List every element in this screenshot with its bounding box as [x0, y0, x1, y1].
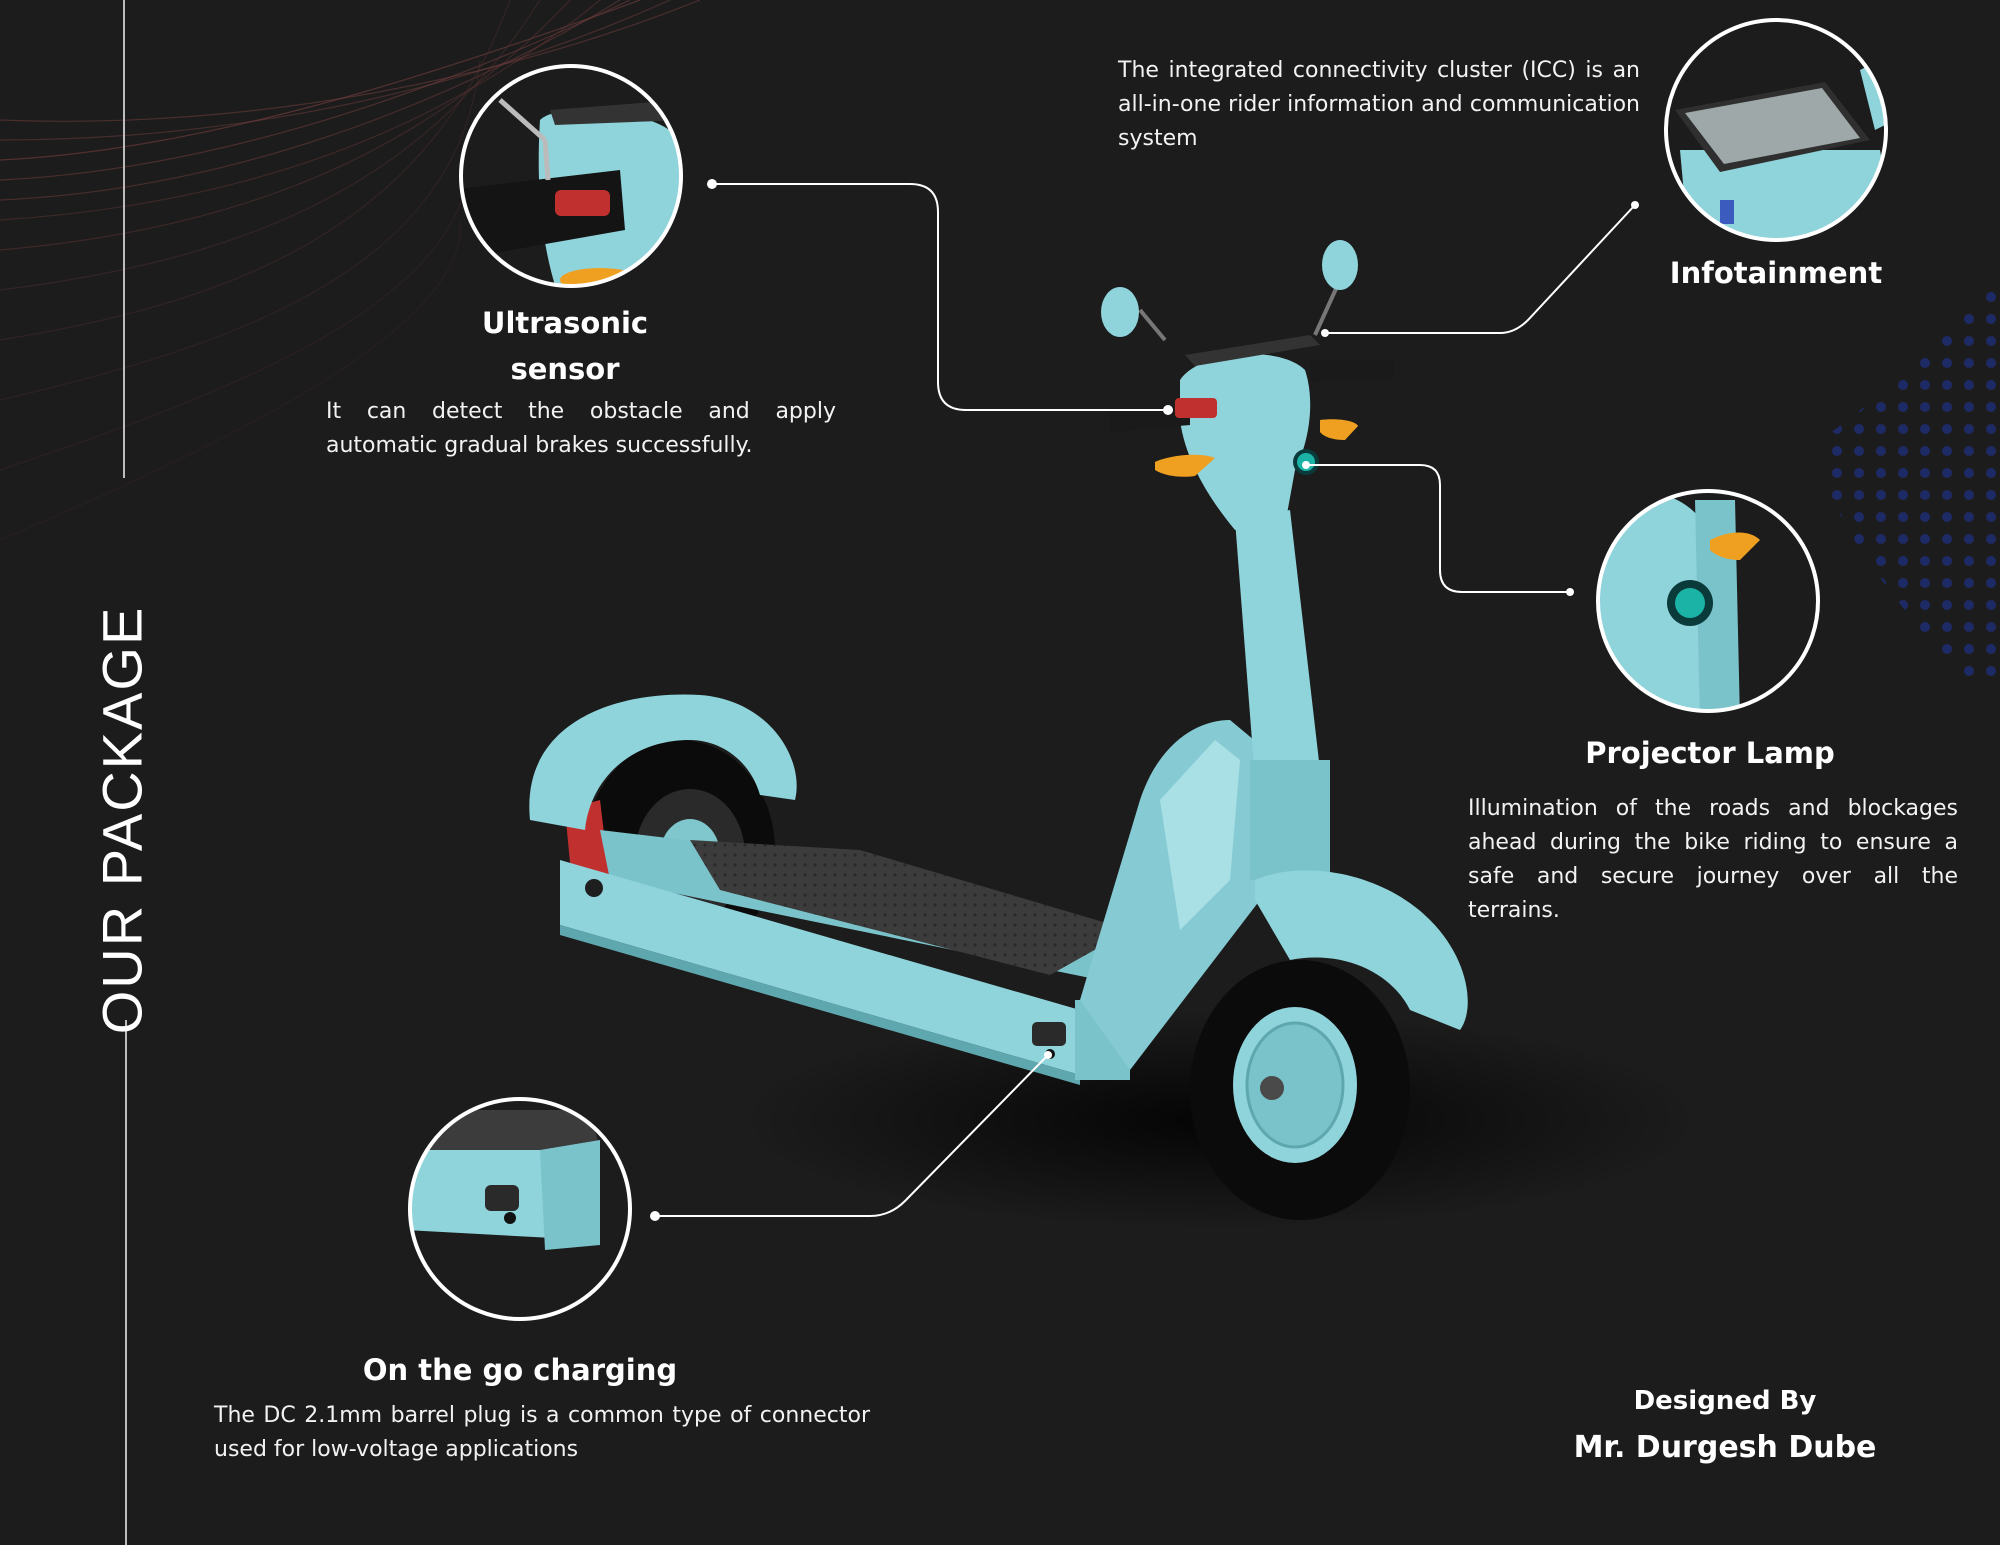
- ultrasonic-heading-line2: sensor: [510, 352, 620, 386]
- ultrasonic-heading-line1: Ultrasonic: [481, 306, 649, 340]
- projector-connector-line: [1306, 464, 1570, 593]
- ultrasonic-target-dot: [1163, 405, 1173, 415]
- charging-port-closeup: [408, 1097, 632, 1321]
- infotainment-connector-line: [1325, 204, 1636, 334]
- infotainment-description: The integrated connectivity cluster (ICC…: [1118, 58, 1640, 151]
- page-title: OUR PACKAGE: [90, 605, 154, 1035]
- projector-connector-dot: [1566, 588, 1574, 596]
- infotainment-connector-dot: [1631, 201, 1639, 209]
- projector-lamp-heading: Projector Lamp: [1585, 736, 1835, 770]
- charging-connector-line: [655, 1054, 1049, 1217]
- decorative-dot-pattern: [1820, 280, 2000, 680]
- charging-target-dot: [1044, 1051, 1052, 1059]
- ultrasonic-sensor-closeup: [459, 64, 683, 288]
- decorative-wave-lines: [0, 0, 701, 541]
- charging-connector-dot: [650, 1211, 660, 1221]
- scooter-illustration: [529, 240, 1468, 1220]
- designed-by-label: Designed By: [1633, 1386, 1817, 1416]
- projector-lamp-closeup: [1596, 489, 1820, 713]
- ultrasonic-connector-line: [712, 183, 1168, 411]
- infotainment-closeup: [1664, 18, 1888, 242]
- projector-target-dot: [1302, 461, 1310, 469]
- infotainment-heading: Infotainment: [1669, 256, 1883, 290]
- ultrasonic-description: It can detect the obstacle and apply aut…: [326, 399, 836, 458]
- ultrasonic-connector-dot: [707, 179, 717, 189]
- ultrasonic-heading: Ultrasonic sensor: [440, 300, 690, 392]
- designer-name: Mr. Durgesh Dube: [1573, 1430, 1877, 1465]
- charging-heading: On the go charging: [362, 1353, 678, 1387]
- charging-description: The DC 2.1mm barrel plug is a common typ…: [214, 1403, 870, 1462]
- infotainment-target-dot: [1321, 329, 1329, 337]
- projector-lamp-description: Illumination of the roads and blockages …: [1468, 796, 1958, 923]
